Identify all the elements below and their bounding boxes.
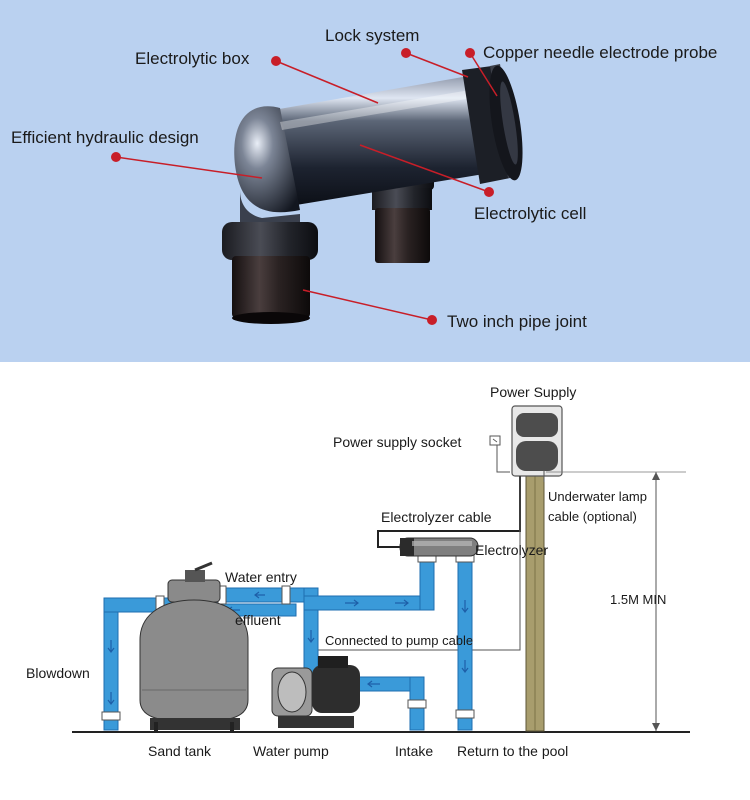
label-power-socket: Power supply socket: [333, 434, 462, 450]
sand-tank: [139, 561, 249, 732]
callout-lines: [115, 52, 498, 321]
label-height: 1.5M MIN: [610, 592, 666, 607]
label-lamp-cable: cable (optional): [548, 509, 637, 524]
callout-copper-probe: Copper needle electrode probe: [483, 43, 717, 62]
callout-electrolytic-box: Electrolytic box: [135, 49, 250, 68]
product-photo-panel: Lock system Electrolytic box Copper need…: [0, 0, 750, 362]
callout-dots: [111, 48, 494, 325]
installation-diagram-panel: Power Supply Power supply socket Underwa…: [0, 362, 750, 800]
water-pump: [271, 656, 360, 728]
label-power-supply: Power Supply: [490, 384, 576, 400]
label-connected-pump-cable: Connected to pump cable: [325, 633, 473, 648]
pump-cable: [318, 476, 521, 651]
label-return-pool: Return to the pool: [457, 743, 568, 759]
power-pole: [525, 474, 545, 732]
label-blowdown: Blowdown: [26, 665, 90, 681]
label-electrolyzer: Electrolyzer: [475, 542, 548, 558]
callout-lock-system: Lock system: [325, 26, 419, 45]
power-socket-icon: [489, 435, 510, 473]
callout-hydraulic-design: Efficient hydraulic design: [11, 128, 199, 147]
callout-electrolytic-cell: Electrolytic cell: [474, 204, 586, 223]
lock-system-rings: [462, 64, 523, 184]
label-intake: Intake: [395, 743, 433, 759]
label-sand-tank: Sand tank: [148, 743, 212, 759]
label-water-pump: Water pump: [253, 743, 329, 759]
callout-pipe-joint: Two inch pipe joint: [447, 312, 587, 331]
label-water-entry: Water entry: [225, 569, 297, 585]
label-effluent: effluent: [235, 612, 281, 628]
electrolytic-box-tube: [234, 74, 496, 213]
electrolytic-cell-photo: Lock system Electrolytic box Copper need…: [11, 26, 717, 331]
label-underwater-lamp: Underwater lamp: [548, 489, 647, 504]
installation-diagram: Power Supply Power supply socket Underwa…: [26, 384, 690, 759]
pipe-fittings: [101, 553, 475, 721]
power-supply-box: [511, 405, 563, 477]
label-electrolyzer-cable: Electrolyzer cable: [381, 509, 492, 525]
electrolyzer-unit: [399, 537, 479, 557]
pipe-network: [103, 559, 473, 731]
left-pipe-joint: [222, 190, 318, 324]
height-dimension: [652, 472, 660, 731]
